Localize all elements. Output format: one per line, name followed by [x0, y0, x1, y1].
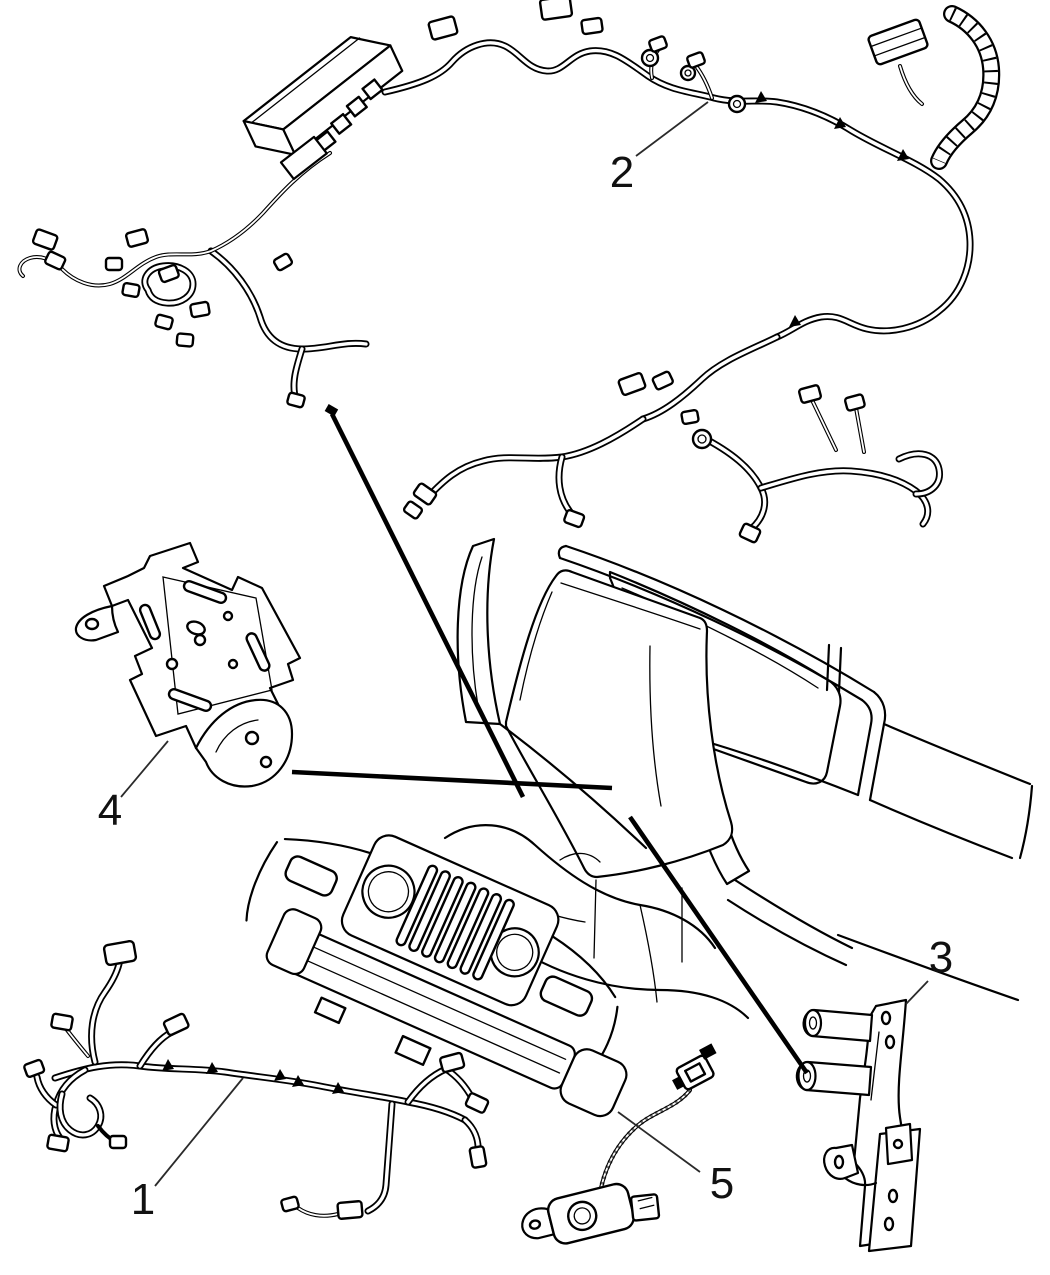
callout-2-leader: [635, 101, 709, 157]
bumper-end-left: [265, 908, 323, 976]
callout-1[interactable]: 1: [131, 1077, 244, 1224]
bracket-slots: [138, 579, 271, 713]
right-marker-lamp: [539, 975, 594, 1017]
front-clip: [245, 834, 628, 1118]
camera-unit: [521, 1182, 661, 1245]
callout-2[interactable]: 2: [610, 101, 709, 197]
callout-3[interactable]: 3: [905, 933, 953, 1005]
callout-5-label[interactable]: 5: [710, 1159, 734, 1208]
callout-1-label[interactable]: 1: [131, 1175, 155, 1224]
callout-4-leader: [120, 740, 169, 798]
callout-5-leader: [617, 1111, 701, 1173]
callout-2-label[interactable]: 2: [610, 148, 634, 197]
camera-jumper-wire: [521, 1043, 717, 1245]
callout-3-leader: [905, 980, 929, 1005]
harness-connectors: [23, 939, 490, 1220]
engine-wiring-harness: [17, 0, 991, 544]
windshield-frame: [456, 537, 734, 879]
callout-4[interactable]: 4: [98, 740, 169, 835]
bracket-plate: [74, 541, 302, 788]
grille-slots: [395, 864, 515, 981]
jumper-connector: [672, 1043, 717, 1091]
headlamp-dash-harness: [23, 939, 490, 1220]
left-marker-lamp: [284, 855, 338, 897]
callout-4-label[interactable]: 4: [98, 786, 122, 835]
callout-1-leader: [154, 1077, 244, 1187]
bumper-end-right: [559, 1048, 628, 1118]
callout-3-label[interactable]: 3: [929, 933, 953, 982]
body-side: [726, 643, 1034, 1002]
vehicle-front-body: [245, 537, 1034, 1118]
callout-5[interactable]: 5: [617, 1111, 734, 1208]
module-box: [242, 36, 404, 181]
attachment-lines: [291, 412, 809, 1075]
support-bracket: [795, 998, 922, 1253]
harness-connectors: [31, 0, 929, 544]
